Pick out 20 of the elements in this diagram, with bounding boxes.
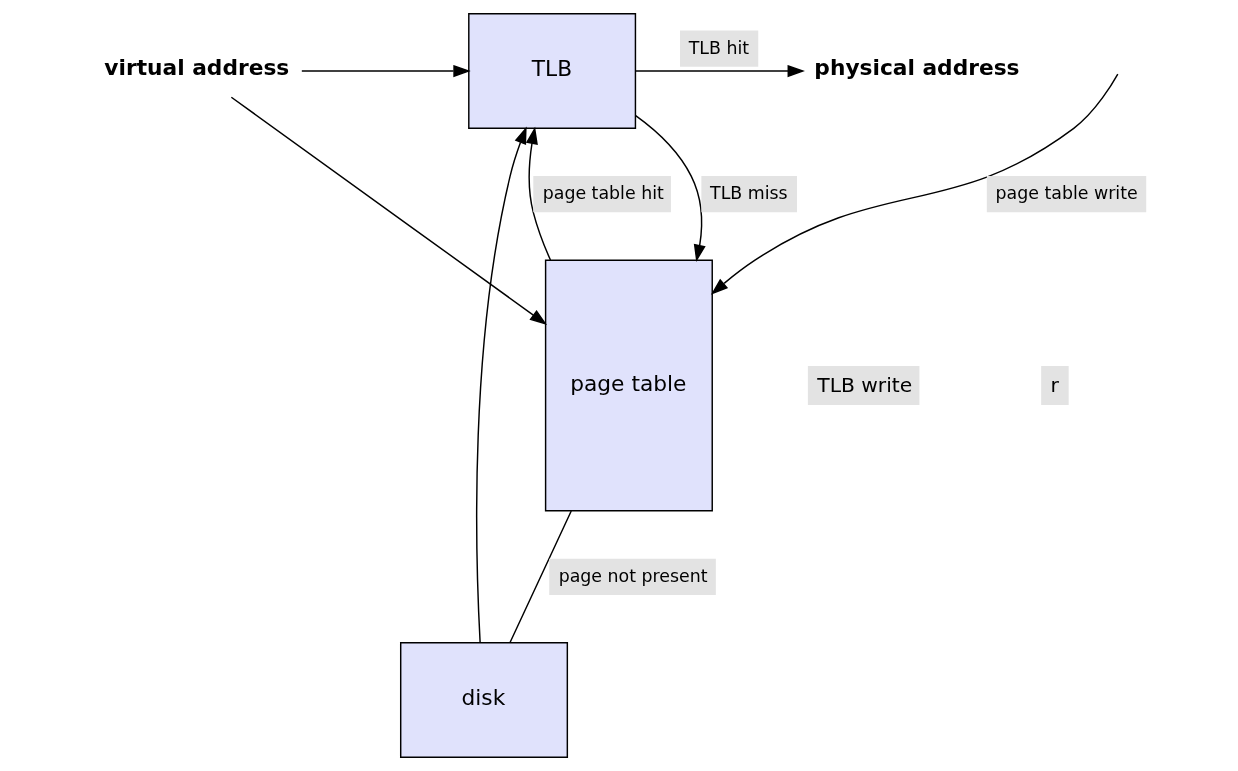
arrow	[634, 64, 805, 78]
edge-label: TLB hit	[688, 37, 749, 58]
edge-label: page not present	[558, 565, 708, 586]
arrow	[230, 96, 547, 325]
edge-label: TLB miss	[709, 183, 788, 204]
arrow	[634, 114, 706, 262]
node-text: physical address	[813, 54, 1020, 80]
node-box: TLB	[467, 13, 636, 130]
connector	[508, 510, 572, 643]
edge-label: page table hit	[542, 183, 664, 204]
node-text: virtual address	[103, 54, 289, 80]
arrow	[525, 126, 551, 261]
label: TLB write	[816, 372, 912, 397]
node-box: page table	[544, 259, 713, 512]
arrow	[300, 64, 471, 78]
arrow	[710, 73, 1118, 295]
edge-label: page table write	[995, 183, 1138, 204]
arrow	[475, 126, 527, 644]
node-box: disk	[399, 641, 568, 758]
label: r	[1050, 372, 1059, 397]
